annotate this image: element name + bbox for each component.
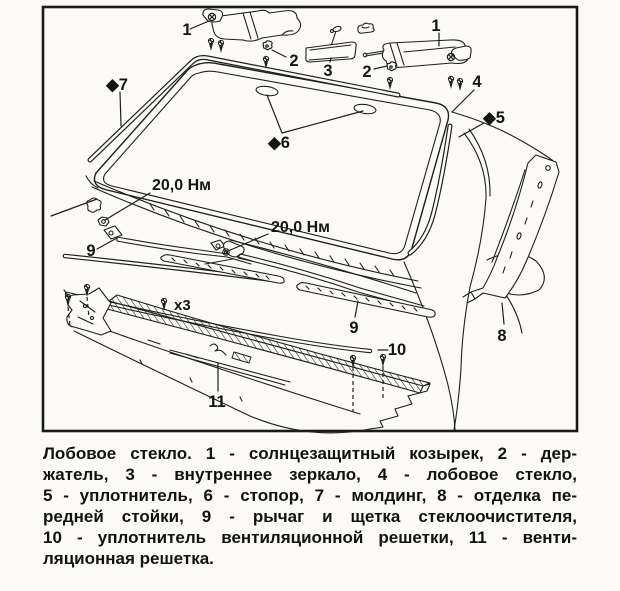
caption-line: редней стойки, 9 - рычаг и щетка стеклоо… xyxy=(43,507,577,526)
figure-border xyxy=(41,5,579,433)
interior-mirror xyxy=(305,25,357,63)
callout-4: 4 xyxy=(472,73,482,91)
visor-right-fasteners xyxy=(447,75,464,90)
callout-2-left: 2 xyxy=(289,52,298,70)
caption-line: 5 - уплотнитель, 6 - стопор, 7 - молдинг… xyxy=(43,486,577,505)
callout-9-right: 9 xyxy=(349,319,358,337)
holder-screw-left-icon xyxy=(262,55,270,68)
leader-lines xyxy=(50,20,505,392)
callout-5: ◆5 xyxy=(482,109,505,127)
caption-line: 10 - уплотнитель вентиляционной решетки,… xyxy=(43,528,577,547)
lower-seal xyxy=(85,175,422,294)
caption-line: Лобовое стекло. 1 - солнцезащитный козыр… xyxy=(43,444,577,463)
caption-line: ляционная решетка. xyxy=(43,549,214,568)
molding-strip xyxy=(87,55,401,163)
wiper-left xyxy=(103,225,285,284)
holder-screw-right-icon xyxy=(386,76,394,89)
visor-holder-left xyxy=(262,40,273,51)
caption-line: жатель, 3 - внутреннее зеркало, 4 - лобо… xyxy=(43,465,577,484)
callout-9-left: 9 xyxy=(86,242,95,260)
callout-3: 3 xyxy=(323,62,332,80)
callout-2-right: 2 xyxy=(362,63,371,81)
pillar-trim xyxy=(462,154,560,304)
torque-label-lower: 20,0 Нм xyxy=(271,219,330,236)
callout-7: ◆7 xyxy=(105,76,128,94)
torque-label-upper: 20,0 Нм xyxy=(152,177,211,194)
vent-grille xyxy=(66,287,431,434)
mirror-base-clip xyxy=(357,22,375,34)
callout-1-left: 1 xyxy=(182,21,191,39)
callout-11: 11 xyxy=(208,393,225,411)
screw-count-label: x3 xyxy=(174,297,191,314)
figure-caption: Лобовое стекло. 1 - солнцезащитный козыр… xyxy=(43,443,577,569)
sun-visor-left xyxy=(202,8,302,42)
visor-left-fasteners xyxy=(207,37,225,52)
wiper-right xyxy=(204,239,436,318)
visor-holder-right xyxy=(386,61,397,72)
corner-clip-and-bolt xyxy=(86,197,110,227)
sun-visor-right xyxy=(362,39,472,68)
grille-screws xyxy=(64,283,387,412)
callout-8: 8 xyxy=(497,327,506,345)
callout-10: 10 xyxy=(388,341,406,359)
seal-strip xyxy=(407,123,453,256)
cowl-seal-strip xyxy=(63,289,373,354)
screw-count-icon xyxy=(160,297,168,310)
callout-6: ◆6 xyxy=(267,134,290,152)
callout-1-right: 1 xyxy=(431,17,440,35)
